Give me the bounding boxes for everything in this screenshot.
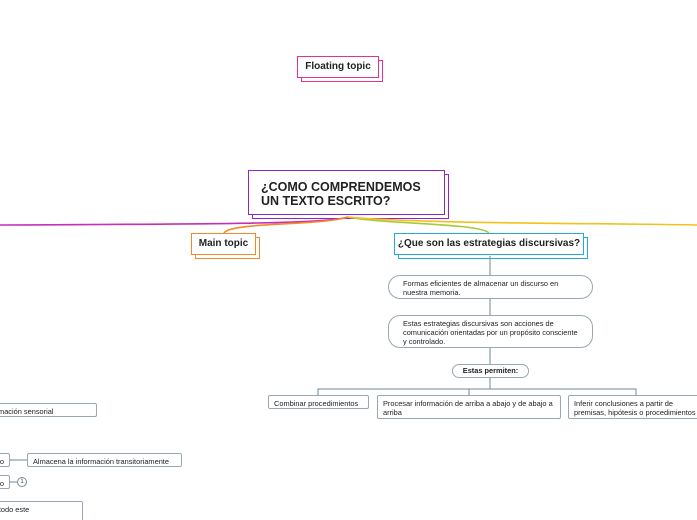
main-topic[interactable]: Main topic <box>191 233 260 259</box>
left-node-almacena[interactable]: Almacena la información transitoriamente <box>27 453 182 467</box>
collapsed-count-text: 1 <box>20 479 24 485</box>
collapsed-count-badge[interactable]: 1 <box>17 477 27 487</box>
left-node-o-2[interactable]: o <box>0 475 10 489</box>
branch-line-main-topic <box>223 216 349 234</box>
strategies-topic[interactable]: ¿Que son las estrategias discursivas? <box>394 233 588 259</box>
allow-item-combinar[interactable]: Combinar procedimientos <box>268 395 369 409</box>
allow-item-3-text: Inferir conclusiones a partir de premisa… <box>574 399 696 417</box>
main-topic-label: Main topic <box>198 238 249 249</box>
permiten-branches <box>317 386 637 395</box>
branch-line-right <box>347 216 697 226</box>
definition-node-1[interactable]: Formas eficientes de almacenar un discur… <box>388 275 593 299</box>
floating-topic-label: Floating topic <box>305 61 371 72</box>
strategies-topic-label: ¿Que son las estrategias discursivas? <box>397 238 581 249</box>
allow-label-text: Estas permiten: <box>462 366 519 375</box>
branch-line-strategies <box>347 216 490 234</box>
allow-label-node[interactable]: Estas permiten: <box>452 364 529 378</box>
left-node-sensorial[interactable]: sa la información sensorial <box>0 403 97 417</box>
definition-2-text: Estas estrategias discursivas son accion… <box>403 319 578 346</box>
left-o1-text: o <box>0 457 4 466</box>
left-node-gerenciar[interactable]: gerenciar todo este <box>0 501 83 520</box>
left-o2-text: o <box>0 479 4 488</box>
allow-item-procesar[interactable]: Procesar información de arriba a abajo y… <box>377 395 561 419</box>
left-gerenciar-text: gerenciar todo este <box>0 505 30 514</box>
left-almacena-text: Almacena la información transitoriamente <box>33 457 169 466</box>
floating-topic[interactable]: Floating topic <box>297 56 383 82</box>
left-sensorial-text: sa la información sensorial <box>0 407 54 416</box>
central-topic[interactable]: ¿COMO COMPRENDEMOS UN TEXTO ESCRITO? <box>248 170 449 219</box>
central-topic-label: ¿COMO COMPRENDEMOS UN TEXTO ESCRITO? <box>261 180 421 208</box>
allow-item-1-text: Combinar procedimientos <box>274 399 359 408</box>
left-node-o-1[interactable]: o <box>0 453 10 467</box>
allow-item-inferir[interactable]: Inferir conclusiones a partir de premisa… <box>568 395 697 419</box>
allow-item-2-text: Procesar información de arriba a abajo y… <box>383 399 553 417</box>
definition-1-text: Formas eficientes de almacenar un discur… <box>403 279 559 297</box>
definition-node-2[interactable]: Estas estrategias discursivas son accion… <box>388 315 593 348</box>
